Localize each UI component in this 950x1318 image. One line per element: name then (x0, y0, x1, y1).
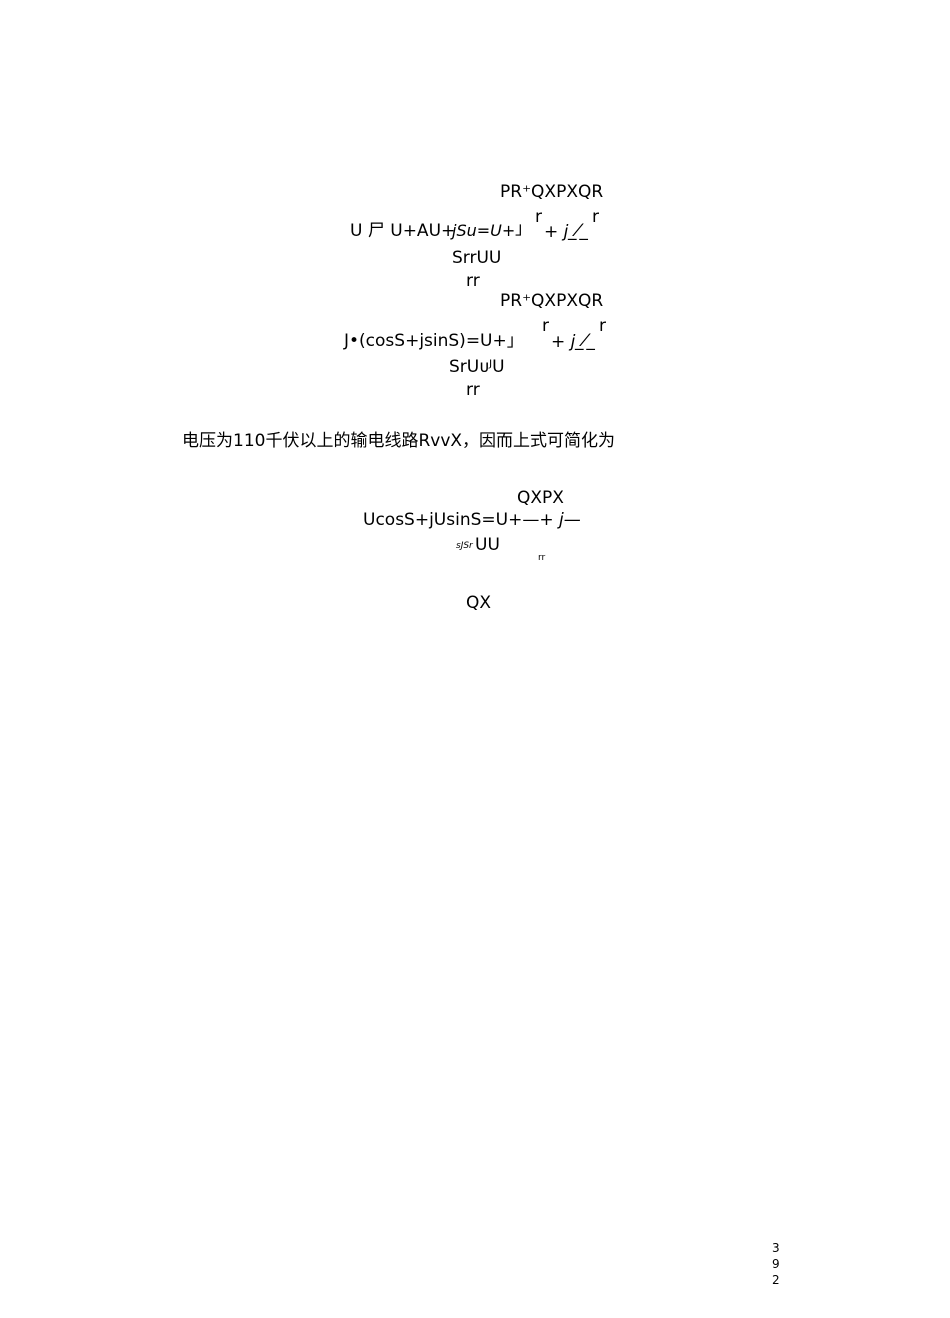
formula-1-numerator: PR⁺QXPXQR (500, 182, 604, 202)
formula-1-plus-j: + j (544, 222, 569, 242)
formula-2-numerator: PR⁺QXPXQR (500, 291, 604, 311)
formula-1-main-mid: jSu=U+ (452, 221, 516, 240)
page-number-digit-2: 9 (772, 1257, 780, 1271)
formula-3-main: UcosS+jUsinS=U+—+ (363, 510, 554, 530)
formula-2-main: J•(cosS+jsinS)=U+」 (344, 331, 524, 351)
formula-2-subscript: rr (466, 380, 480, 400)
formula-1-main-left: U 尸 U+AU+ (350, 221, 456, 241)
formula-2-plus-j: + j (551, 332, 576, 352)
formula-1-subscript: rr (466, 271, 480, 291)
body-paragraph: 电压为110千伏以上的输电线路RvvX，因而上式可简化为 (182, 431, 616, 451)
page-number-digit-1: 3 (772, 1241, 780, 1255)
formula-2-r-right: r (599, 316, 606, 336)
formula-3-numerator: QXPX (517, 488, 564, 508)
formula-2-r-left: r (542, 316, 549, 336)
formula-3-qx: QX (466, 593, 492, 613)
formula-1-r-right: r (592, 207, 599, 227)
formula-1-bracket: 」 (515, 219, 532, 239)
formula-3-denominator: UU (475, 535, 500, 555)
formula-1-r-left: r (535, 207, 542, 227)
page-number-digit-3: 2 (772, 1273, 780, 1287)
formula-3-denominator-small: sJSr (456, 541, 473, 551)
formula-3-main-j: j— (559, 510, 581, 530)
formula-2-slash: _⁄_ (575, 331, 595, 351)
formula-1-slash: _⁄_ (568, 221, 588, 241)
formula-2-denominator: SrUᴜᴶU (449, 357, 505, 377)
formula-3-subscript: rr (538, 553, 546, 563)
formula-1-denominator: SrrUU (452, 248, 502, 268)
